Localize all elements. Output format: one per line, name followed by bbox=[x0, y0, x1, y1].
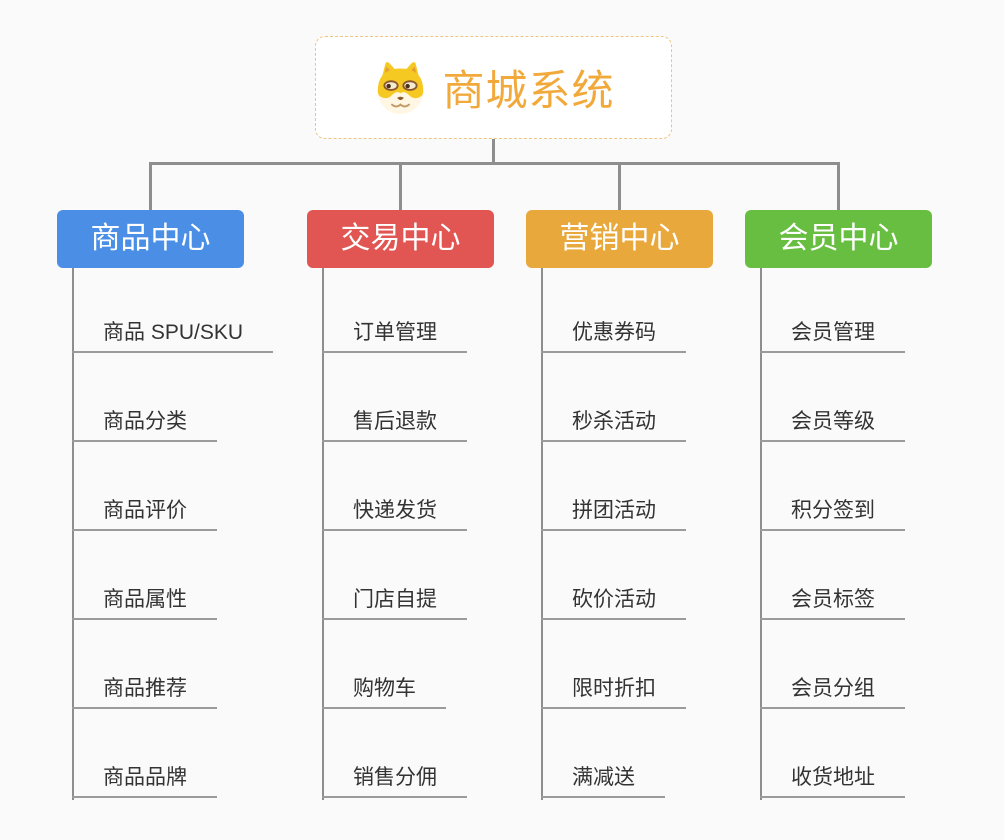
connector-root-stub bbox=[492, 139, 495, 163]
leaf-row: 商品 SPU/SKU bbox=[72, 264, 274, 353]
leaf-node[interactable]: 会员标签 bbox=[760, 583, 905, 620]
leaf-node[interactable]: 商品评价 bbox=[72, 494, 217, 531]
leaf-node[interactable]: 满减送 bbox=[541, 761, 665, 798]
leaf-row: 会员管理 bbox=[760, 264, 905, 353]
leaf-node[interactable]: 会员管理 bbox=[760, 316, 905, 353]
connector-branch-stub bbox=[399, 162, 402, 210]
leaf-row: 拼团活动 bbox=[541, 442, 686, 531]
root-title: 商城系统 bbox=[442, 67, 615, 114]
leaf-node[interactable]: 商品 SPU/SKU bbox=[72, 316, 274, 353]
leaf-node[interactable]: 砍价活动 bbox=[541, 583, 686, 620]
leaf-row: 商品属性 bbox=[72, 531, 273, 620]
connector-trunk bbox=[541, 268, 543, 800]
leaf-node[interactable]: 限时折扣 bbox=[541, 672, 686, 709]
leaf-row: 会员标签 bbox=[760, 531, 905, 620]
leaf-row: 会员等级 bbox=[760, 353, 905, 442]
leaf-row: 会员分组 bbox=[760, 620, 905, 709]
doge-dog-icon bbox=[372, 60, 429, 115]
leaf-node[interactable]: 售后退款 bbox=[322, 405, 467, 442]
leaf-row: 快递发货 bbox=[322, 442, 467, 531]
leaf-node[interactable]: 商品推荐 bbox=[72, 672, 217, 709]
leaf-row: 售后退款 bbox=[322, 353, 467, 442]
branch-node-trade-center[interactable]: 交易中心 bbox=[307, 210, 494, 268]
leaf-node[interactable]: 订单管理 bbox=[322, 316, 467, 353]
leaf-node[interactable]: 会员等级 bbox=[760, 405, 905, 442]
branch-items-member: 会员管理 会员等级 积分签到 会员标签 会员分组 收货地址 bbox=[760, 264, 905, 798]
branch-items-trade: 订单管理 售后退款 快递发货 门店自提 购物车 销售分佣 bbox=[322, 264, 467, 798]
leaf-row: 砍价活动 bbox=[541, 531, 686, 620]
connector-branch-stub bbox=[149, 162, 152, 210]
leaf-node[interactable]: 秒杀活动 bbox=[541, 405, 686, 442]
leaf-node[interactable]: 会员分组 bbox=[760, 672, 905, 709]
leaf-row: 订单管理 bbox=[322, 264, 467, 353]
connector-branch-stub bbox=[837, 162, 840, 210]
leaf-row: 商品品牌 bbox=[72, 709, 273, 798]
leaf-node[interactable]: 快递发货 bbox=[322, 494, 467, 531]
leaf-node[interactable]: 收货地址 bbox=[760, 761, 905, 798]
connector-branch-stub bbox=[618, 162, 621, 210]
leaf-node[interactable]: 优惠券码 bbox=[541, 316, 686, 353]
connector-bus bbox=[149, 162, 839, 165]
branch-node-member-center[interactable]: 会员中心 bbox=[745, 210, 932, 268]
leaf-node[interactable]: 商品品牌 bbox=[72, 761, 217, 798]
branch-items-marketing: 优惠券码 秒杀活动 拼团活动 砍价活动 限时折扣 满减送 bbox=[541, 264, 686, 798]
leaf-node[interactable]: 商品分类 bbox=[72, 405, 217, 442]
leaf-node[interactable]: 积分签到 bbox=[760, 494, 905, 531]
leaf-node[interactable]: 销售分佣 bbox=[322, 761, 467, 798]
leaf-row: 门店自提 bbox=[322, 531, 467, 620]
leaf-row: 满减送 bbox=[541, 709, 686, 798]
leaf-node[interactable]: 购物车 bbox=[322, 672, 446, 709]
leaf-row: 商品推荐 bbox=[72, 620, 273, 709]
leaf-row: 积分签到 bbox=[760, 442, 905, 531]
leaf-row: 收货地址 bbox=[760, 709, 905, 798]
connector-trunk bbox=[760, 268, 762, 800]
leaf-row: 商品评价 bbox=[72, 442, 273, 531]
leaf-row: 优惠券码 bbox=[541, 264, 686, 353]
leaf-node[interactable]: 门店自提 bbox=[322, 583, 467, 620]
branch-node-product-center[interactable]: 商品中心 bbox=[57, 210, 244, 268]
leaf-row: 限时折扣 bbox=[541, 620, 686, 709]
leaf-node[interactable]: 商品属性 bbox=[72, 583, 217, 620]
leaf-row: 购物车 bbox=[322, 620, 467, 709]
leaf-node[interactable]: 拼团活动 bbox=[541, 494, 686, 531]
root-node[interactable]: 商城系统 bbox=[315, 36, 672, 139]
connector-trunk bbox=[72, 268, 74, 800]
leaf-row: 销售分佣 bbox=[322, 709, 467, 798]
leaf-row: 商品分类 bbox=[72, 353, 273, 442]
branch-items-product: 商品 SPU/SKU 商品分类 商品评价 商品属性 商品推荐 商品品牌 bbox=[72, 264, 274, 798]
connector-trunk bbox=[322, 268, 324, 800]
leaf-row: 秒杀活动 bbox=[541, 353, 686, 442]
branch-node-marketing-center[interactable]: 营销中心 bbox=[526, 210, 713, 268]
